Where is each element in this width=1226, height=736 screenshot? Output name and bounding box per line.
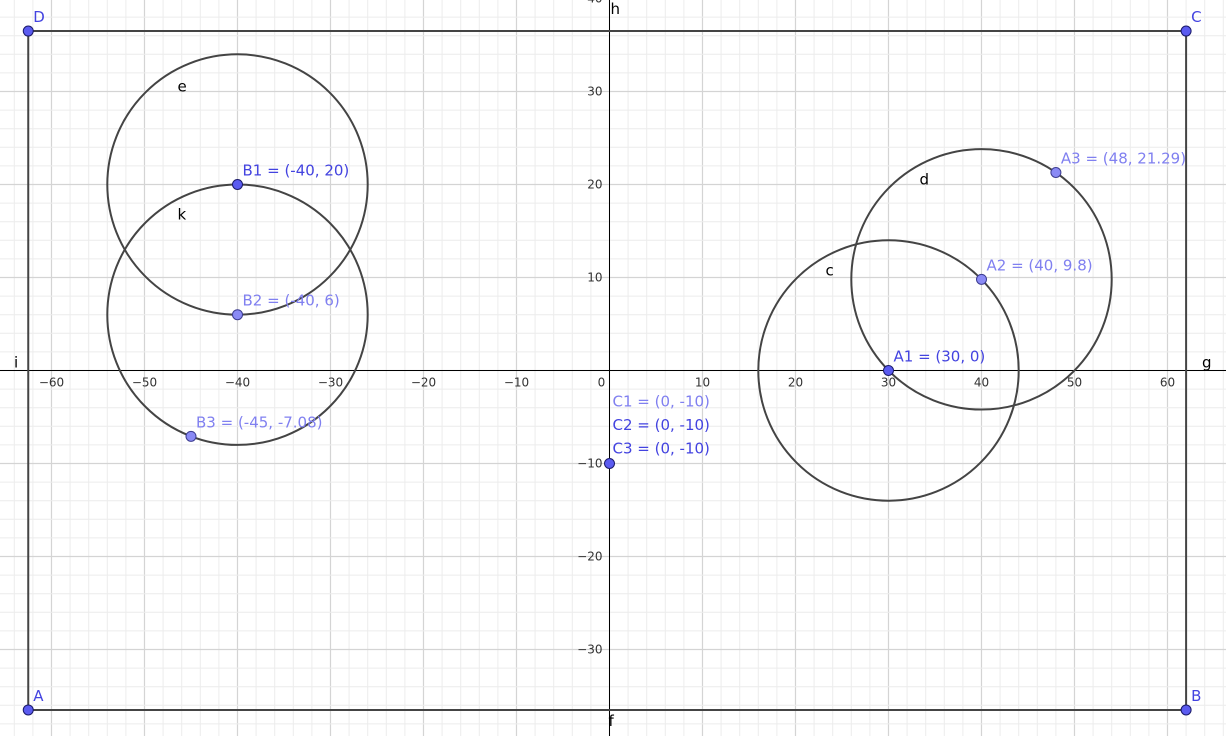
x-tick-label: −20 [411,376,436,390]
circle-c[interactable] [757,239,1020,502]
point-D[interactable] [22,25,34,37]
y-tick-label: 10 [587,271,602,285]
point-A[interactable] [22,704,34,716]
point-A2[interactable] [976,273,987,285]
point-label-A: A [33,687,44,705]
point-B[interactable] [1180,704,1192,716]
x-tick-label: 20 [788,376,803,390]
tick-labels: −60 −50 −40 −30 −20 −10 0 10 20 30 40 50 60 40 30 20 10 −… [39,0,1175,657]
y-axis-name-bottom: f [609,712,615,730]
x-tick-label: 60 [1160,376,1175,390]
circle-name-k: k [178,206,187,224]
circle-name-e: e [178,78,187,96]
point-label-B1: B1 = (-40, 20) [243,162,350,180]
stacked-point-label: C1 = (0, -10) [613,393,710,411]
x-tick-label: 10 [695,376,710,390]
y-tick-label: 20 [587,178,602,192]
x-tick-label: −50 [132,376,157,390]
point-B2[interactable] [232,309,243,321]
points[interactable] [22,25,1192,716]
point-C3[interactable] [604,458,615,469]
x-tick-label: −30 [318,376,343,390]
x-tick-label: 0 [598,376,606,390]
y-tick-label: 30 [587,85,602,99]
point-C[interactable] [1180,25,1192,37]
stacked-point-label: C2 = (0, -10) [613,416,710,434]
y-tick-label: −30 [577,643,602,657]
point-label-C: C [1191,8,1201,26]
point-label-A1: A1 = (30, 0) [894,348,986,366]
point-label-B2: B2 = (-40, 6) [243,292,340,310]
circle-name-d: d [920,170,930,188]
x-tick-label: 40 [974,376,989,390]
labels: A B C D B1 = (-40, 20) B2 = (-40, 6) B3 = (-45… [33,8,1201,705]
stacked-point-label: C3 = (0, -10) [613,440,710,458]
point-label-A3: A3 = (48, 21.29) [1061,150,1186,168]
y-tick-label: −10 [577,457,602,471]
point-label-B: B [1191,687,1201,705]
point-A3[interactable] [1050,167,1062,179]
point-label-A2: A2 = (40, 9.8) [987,256,1093,274]
x-tick-label: −10 [504,376,529,390]
x-tick-label: 50 [1067,376,1082,390]
x-tick-label: −40 [225,376,250,390]
y-tick-label: −20 [577,550,602,564]
x-tick-label: −60 [39,376,64,390]
point-A1[interactable] [883,365,894,376]
point-label-B3: B3 = (-45, -7.08) [196,413,323,431]
y-tick-label: 40 [587,0,602,6]
x-tick-label: 30 [881,376,896,390]
circle-name-c: c [826,262,834,280]
point-B3[interactable] [185,430,197,442]
x-axis-name-left: i [14,354,18,372]
circle-d[interactable] [850,148,1113,411]
point-label-D: D [33,8,45,26]
y-axis-name-top: h [611,0,621,18]
x-axis-name-right: g [1202,354,1212,372]
point-B1[interactable] [232,179,243,190]
